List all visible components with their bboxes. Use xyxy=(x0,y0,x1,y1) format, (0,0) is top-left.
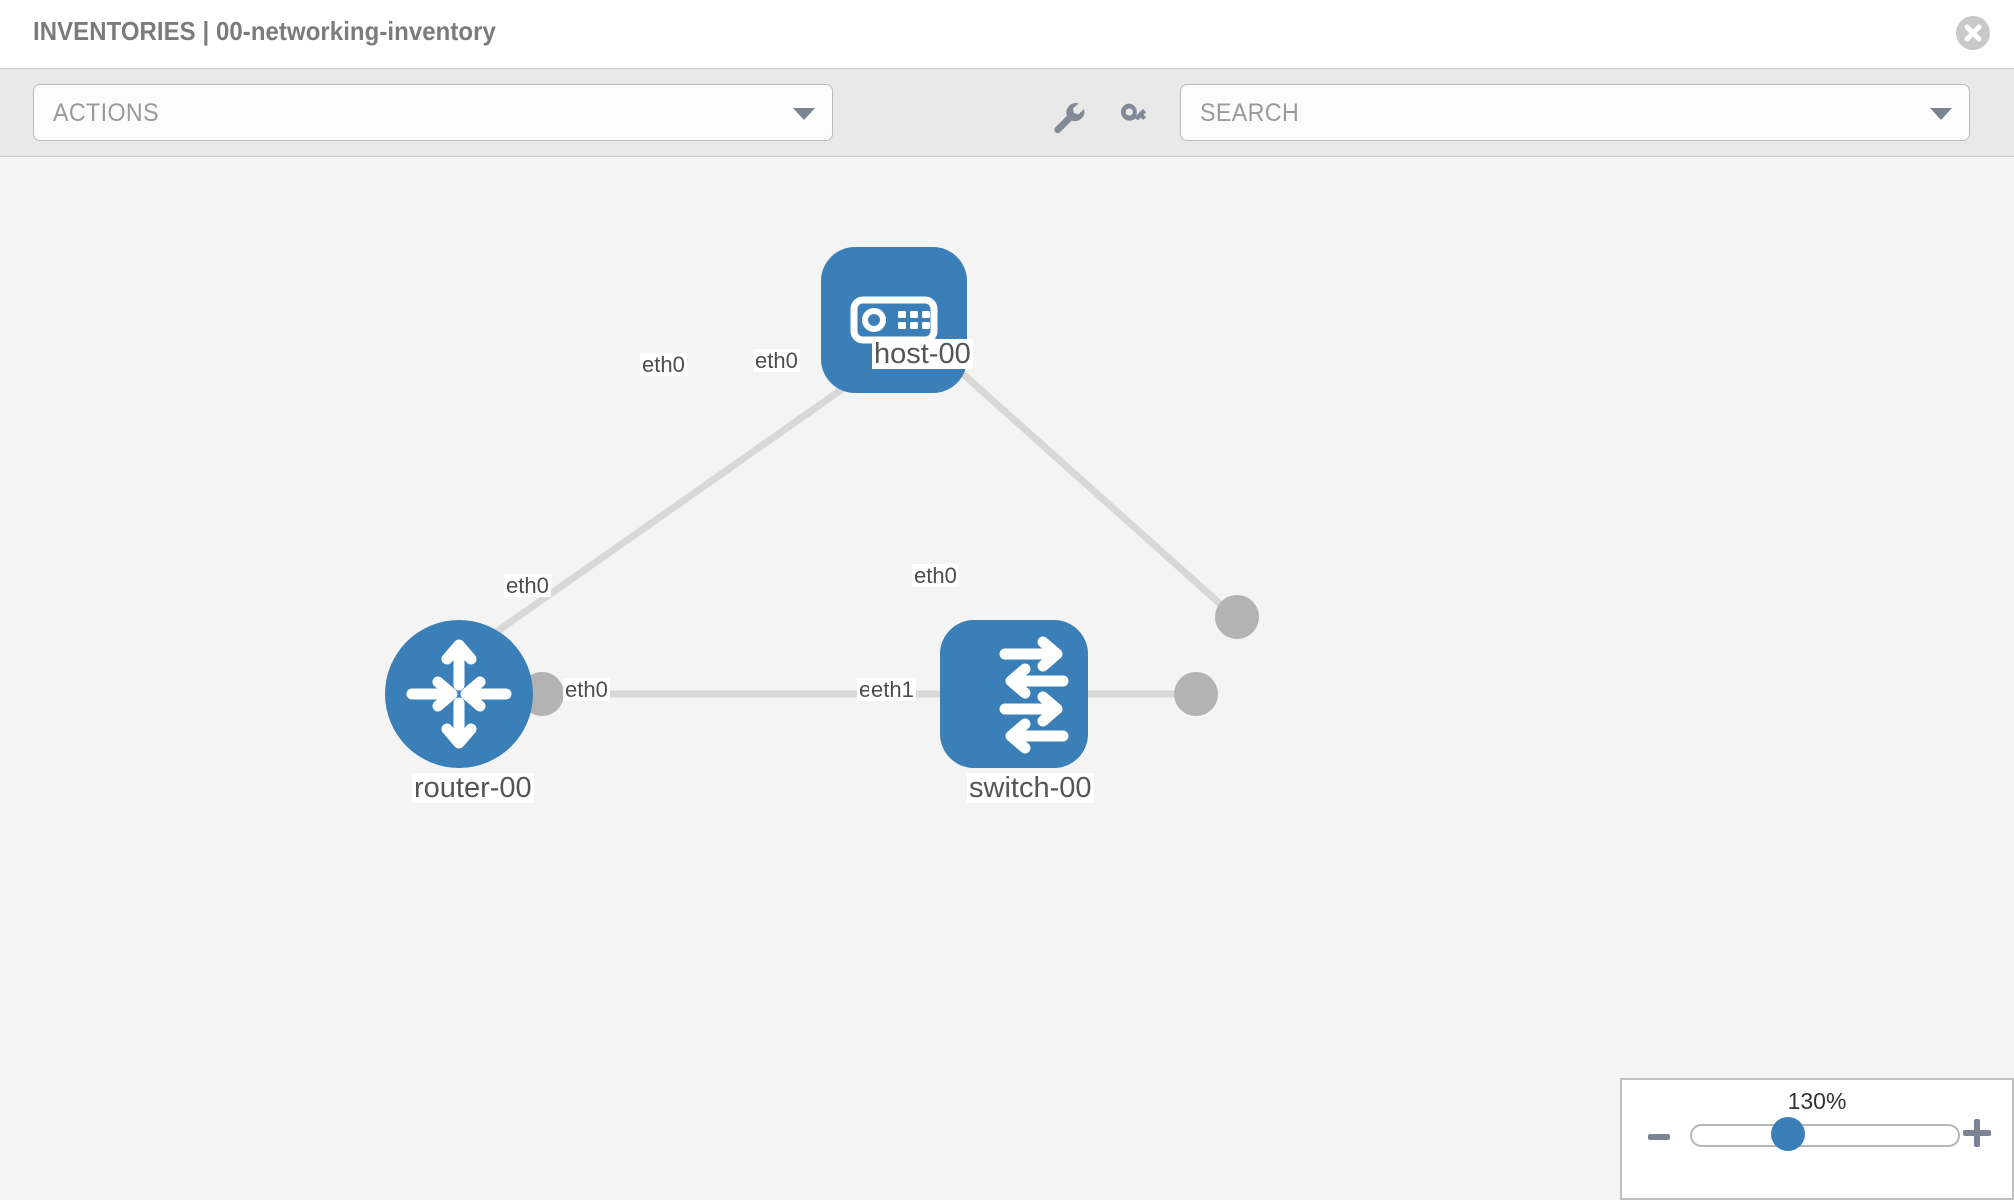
zoom-out-button[interactable] xyxy=(1646,1124,1672,1155)
chevron-down-icon xyxy=(1930,108,1952,120)
link-host-switch xyxy=(941,354,1240,622)
iface-label-host-right: eth0 xyxy=(753,348,800,373)
zoom-in-button[interactable] xyxy=(1960,1116,1994,1155)
toolbar: ACTIONS SEARCH xyxy=(0,68,2014,157)
node-switch-00 xyxy=(940,620,1088,768)
key-icon[interactable] xyxy=(1115,97,1155,142)
iface-label-host-left: eth0 xyxy=(640,352,687,377)
iface-label-switch-left-b: eth1 xyxy=(869,677,916,702)
switch-arrows-icon xyxy=(999,636,1069,754)
topology-graph xyxy=(385,247,1259,768)
router-arrows-icon xyxy=(406,639,512,749)
port-switch-left xyxy=(1174,672,1218,716)
iface-label-switch-up: eth0 xyxy=(912,563,959,588)
search-placeholder: SEARCH xyxy=(1200,99,1300,127)
iface-label-router-up: eth0 xyxy=(504,573,551,598)
link-host-router xyxy=(489,354,891,638)
node-label-host: host-00 xyxy=(872,338,973,370)
port-switch-top xyxy=(1215,595,1259,639)
node-label-router: router-00 xyxy=(412,772,534,804)
search-input[interactable]: SEARCH xyxy=(1180,84,1970,141)
actions-dropdown[interactable]: ACTIONS xyxy=(33,84,833,141)
chevron-down-icon xyxy=(793,108,815,120)
topology-links xyxy=(489,354,1240,698)
topology-canvas[interactable]: host-00 router-00 switch-00 eth0 eth0 et… xyxy=(0,157,2014,1200)
close-icon[interactable] xyxy=(1956,16,1990,50)
page-title: INVENTORIES | 00-networking-inventory xyxy=(33,16,496,46)
node-router-00 xyxy=(385,620,533,768)
zoom-level-value: 130% xyxy=(1787,1088,1847,1114)
zoom-slider-thumb[interactable] xyxy=(1771,1117,1805,1151)
iface-label-router-right: eth0 xyxy=(563,677,610,702)
wrench-icon[interactable] xyxy=(1048,97,1088,142)
zoom-slider-track[interactable] xyxy=(1690,1124,1960,1147)
actions-dropdown-label: ACTIONS xyxy=(53,99,159,127)
zoom-control-panel: 130% xyxy=(1620,1078,2014,1200)
node-label-switch: switch-00 xyxy=(967,772,1094,804)
node-host-00 xyxy=(821,247,967,393)
window-header: INVENTORIES | 00-networking-inventory xyxy=(0,0,2014,68)
